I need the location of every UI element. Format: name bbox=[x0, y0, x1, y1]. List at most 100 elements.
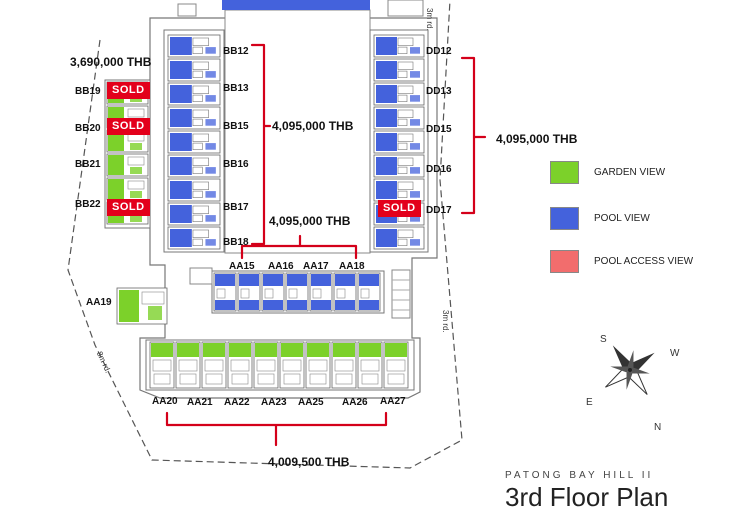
compass-e: E bbox=[586, 397, 593, 408]
unit-label-bb19: BB19 bbox=[75, 86, 101, 97]
unit-label-bb16: BB16 bbox=[223, 159, 249, 170]
unit-label-bb21: BB21 bbox=[75, 159, 101, 170]
aa-mid-unit bbox=[237, 272, 261, 312]
aa19-block bbox=[116, 287, 168, 325]
bb-unit bbox=[167, 202, 221, 226]
aa-bottom-unit bbox=[331, 341, 357, 389]
aa-bottom-unit bbox=[383, 341, 409, 389]
bb-unit bbox=[167, 34, 221, 58]
unit-label-aa15: AA15 bbox=[229, 261, 255, 272]
dd-unit bbox=[373, 178, 425, 202]
aa-bottom-unit bbox=[149, 341, 175, 389]
unit-label-bb12: BB12 bbox=[223, 46, 249, 57]
unit-label-aa17: AA17 bbox=[303, 261, 329, 272]
unit-label-aa16: AA16 bbox=[268, 261, 294, 272]
legend-label-pool-access: POOL ACCESS VIEW bbox=[594, 256, 694, 267]
aa-mid-unit bbox=[285, 272, 309, 312]
unit-label-dd12: DD12 bbox=[426, 46, 452, 57]
unit-label-aa19: AA19 bbox=[86, 297, 112, 308]
dd-unit bbox=[373, 130, 425, 154]
compass-n: N bbox=[654, 422, 662, 433]
stair-left bbox=[189, 267, 213, 285]
sold-badge-bb20: SOLD bbox=[107, 118, 150, 135]
aa-bottom-unit bbox=[175, 341, 201, 389]
dd-unit bbox=[373, 154, 425, 178]
unit-label-bb15: BB15 bbox=[223, 121, 249, 132]
unit-label-aa20: AA20 bbox=[152, 396, 178, 407]
unit-label-aa26: AA26 bbox=[342, 397, 368, 408]
bb-unit bbox=[167, 106, 221, 130]
legend-pool-access-view: POOL ACCESS VIEW bbox=[550, 250, 693, 273]
unit-label-bb17: BB17 bbox=[223, 202, 249, 213]
legend-garden-view: GARDEN VIEW bbox=[550, 161, 665, 184]
compass-s: S bbox=[600, 334, 607, 345]
project-name: PATONG BAY HILL II bbox=[505, 470, 654, 481]
dd-unit bbox=[373, 34, 425, 58]
aa-bottom-block bbox=[145, 339, 415, 391]
aa-bottom-unit bbox=[279, 341, 305, 389]
dd-unit bbox=[373, 106, 425, 130]
dd-unit bbox=[373, 226, 425, 250]
legend-swatch-pool bbox=[550, 207, 579, 230]
annex-top-left bbox=[177, 3, 197, 17]
annex-top-right bbox=[387, 0, 424, 17]
unit-label-dd13: DD13 bbox=[426, 86, 452, 97]
dd-block bbox=[369, 29, 429, 253]
unit-label-bb22: BB22 bbox=[75, 199, 101, 210]
unit-label-aa21: AA21 bbox=[187, 397, 213, 408]
aa-bottom-unit bbox=[227, 341, 253, 389]
price-brackets bbox=[165, 43, 487, 447]
legend-swatch-garden bbox=[550, 161, 579, 184]
price-bb-left: 3,690,000 THB bbox=[70, 55, 152, 69]
dd-unit bbox=[373, 82, 425, 106]
aa-bottom-unit bbox=[201, 341, 227, 389]
aa-mid-unit bbox=[261, 272, 285, 312]
unit-label-dd17: DD17 bbox=[426, 205, 452, 216]
price-bb-main: 4,095,000 THB bbox=[272, 119, 354, 133]
aa-mid-block bbox=[211, 270, 385, 314]
unit-label-dd16: DD16 bbox=[426, 164, 452, 175]
sold-badge-bb22: SOLD bbox=[107, 199, 150, 216]
price-aa-bottom: 4,009,500 THB bbox=[268, 455, 350, 469]
unit-label-aa23: AA23 bbox=[261, 397, 287, 408]
stair-right bbox=[391, 269, 411, 319]
unit-label-aa27: AA27 bbox=[380, 396, 406, 407]
aa-mid-unit bbox=[333, 272, 357, 312]
floor-plan-title: 3rd Floor Plan bbox=[505, 482, 669, 512]
legend-label-pool: POOL VIEW bbox=[594, 213, 650, 224]
bb-block bbox=[163, 29, 225, 253]
road-label-top-right: 3m rd. bbox=[425, 8, 434, 31]
sold-badge-dd17: SOLD bbox=[378, 200, 421, 217]
aa-mid-unit bbox=[309, 272, 333, 312]
unit-label-bb13: BB13 bbox=[223, 83, 249, 94]
floor-plan bbox=[67, 0, 655, 469]
price-dd: 4,095,000 THB bbox=[496, 132, 578, 146]
unit-label-aa25: AA25 bbox=[298, 397, 324, 408]
sold-badge-bb19: SOLD bbox=[107, 82, 150, 99]
legend-label-garden: GARDEN VIEW bbox=[594, 167, 666, 178]
bb-unit bbox=[167, 154, 221, 178]
price-aa-mid: 4,095,000 THB bbox=[269, 214, 351, 228]
bb-unit bbox=[167, 58, 221, 82]
compass-w: W bbox=[670, 348, 680, 359]
aa-mid-unit bbox=[357, 272, 381, 312]
unit-label-bb20: BB20 bbox=[75, 123, 101, 134]
top-pool-strip bbox=[222, 0, 370, 10]
unit-label-dd15: DD15 bbox=[426, 124, 452, 135]
bb-unit bbox=[167, 130, 221, 154]
dd-unit bbox=[373, 58, 425, 82]
aa-bottom-unit bbox=[305, 341, 331, 389]
site-boundary bbox=[67, 0, 463, 469]
unit-label-aa18: AA18 bbox=[339, 261, 365, 272]
legend-pool-view: POOL VIEW bbox=[550, 207, 650, 230]
aa-bottom-unit bbox=[357, 341, 383, 389]
bb-unit bbox=[167, 82, 221, 106]
bb-unit bbox=[167, 226, 221, 250]
aa-bottom-unit bbox=[253, 341, 279, 389]
legend-swatch-pool-access bbox=[550, 250, 579, 273]
bb-unit bbox=[167, 178, 221, 202]
unit-label-bb18: BB18 bbox=[223, 237, 249, 248]
unit-label-aa22: AA22 bbox=[224, 397, 250, 408]
road-label-right: 3m rd. bbox=[441, 310, 450, 333]
compass-icon bbox=[605, 345, 655, 395]
